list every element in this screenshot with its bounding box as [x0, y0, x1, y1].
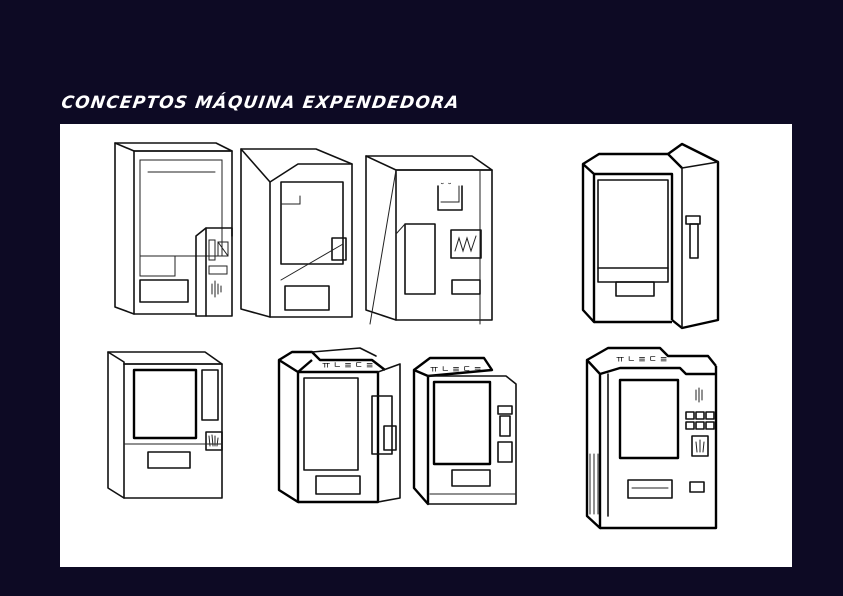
- vending-machine-sketch-5: [107, 351, 223, 499]
- sketch-panel: ˘ ˘ ㅠ: [60, 124, 792, 567]
- svg-text:ㅠ ㄴ ≡ ㄷ ≡: ㅠ ㄴ ≡ ㄷ ≡: [322, 361, 373, 371]
- vending-machine-sketch-4: [581, 142, 720, 330]
- svg-text:ㅠ ㄴ ≡ ㄷ ≡: ㅠ ㄴ ≡ ㄷ ≡: [430, 365, 481, 375]
- vending-machine-sketch-1: [114, 142, 233, 317]
- page-title: CONCEPTOS MÁQUINA EXPENDEDORA: [60, 93, 462, 113]
- vending-machine-sketch-3: ˘ ˘: [365, 155, 493, 325]
- svg-text:˘ ˘: ˘ ˘: [440, 182, 452, 193]
- vending-machine-sketch-6: ㅠ ㄴ ≡ ㄷ ≡: [277, 347, 401, 504]
- vending-machine-sketch-7: ㅠ ㄴ ≡ ㄷ ≡: [412, 356, 517, 506]
- svg-text:ㅠ ㄴ ≡ ㄷ ≡: ㅠ ㄴ ≡ ㄷ ≡: [616, 355, 667, 365]
- sketches-canvas: ˘ ˘ ㅠ: [107, 142, 720, 530]
- vending-machine-sketch-2: [240, 148, 353, 318]
- vending-machine-sketch-8: ㅠ ㄴ ≡ ㄷ ≡: [585, 346, 718, 530]
